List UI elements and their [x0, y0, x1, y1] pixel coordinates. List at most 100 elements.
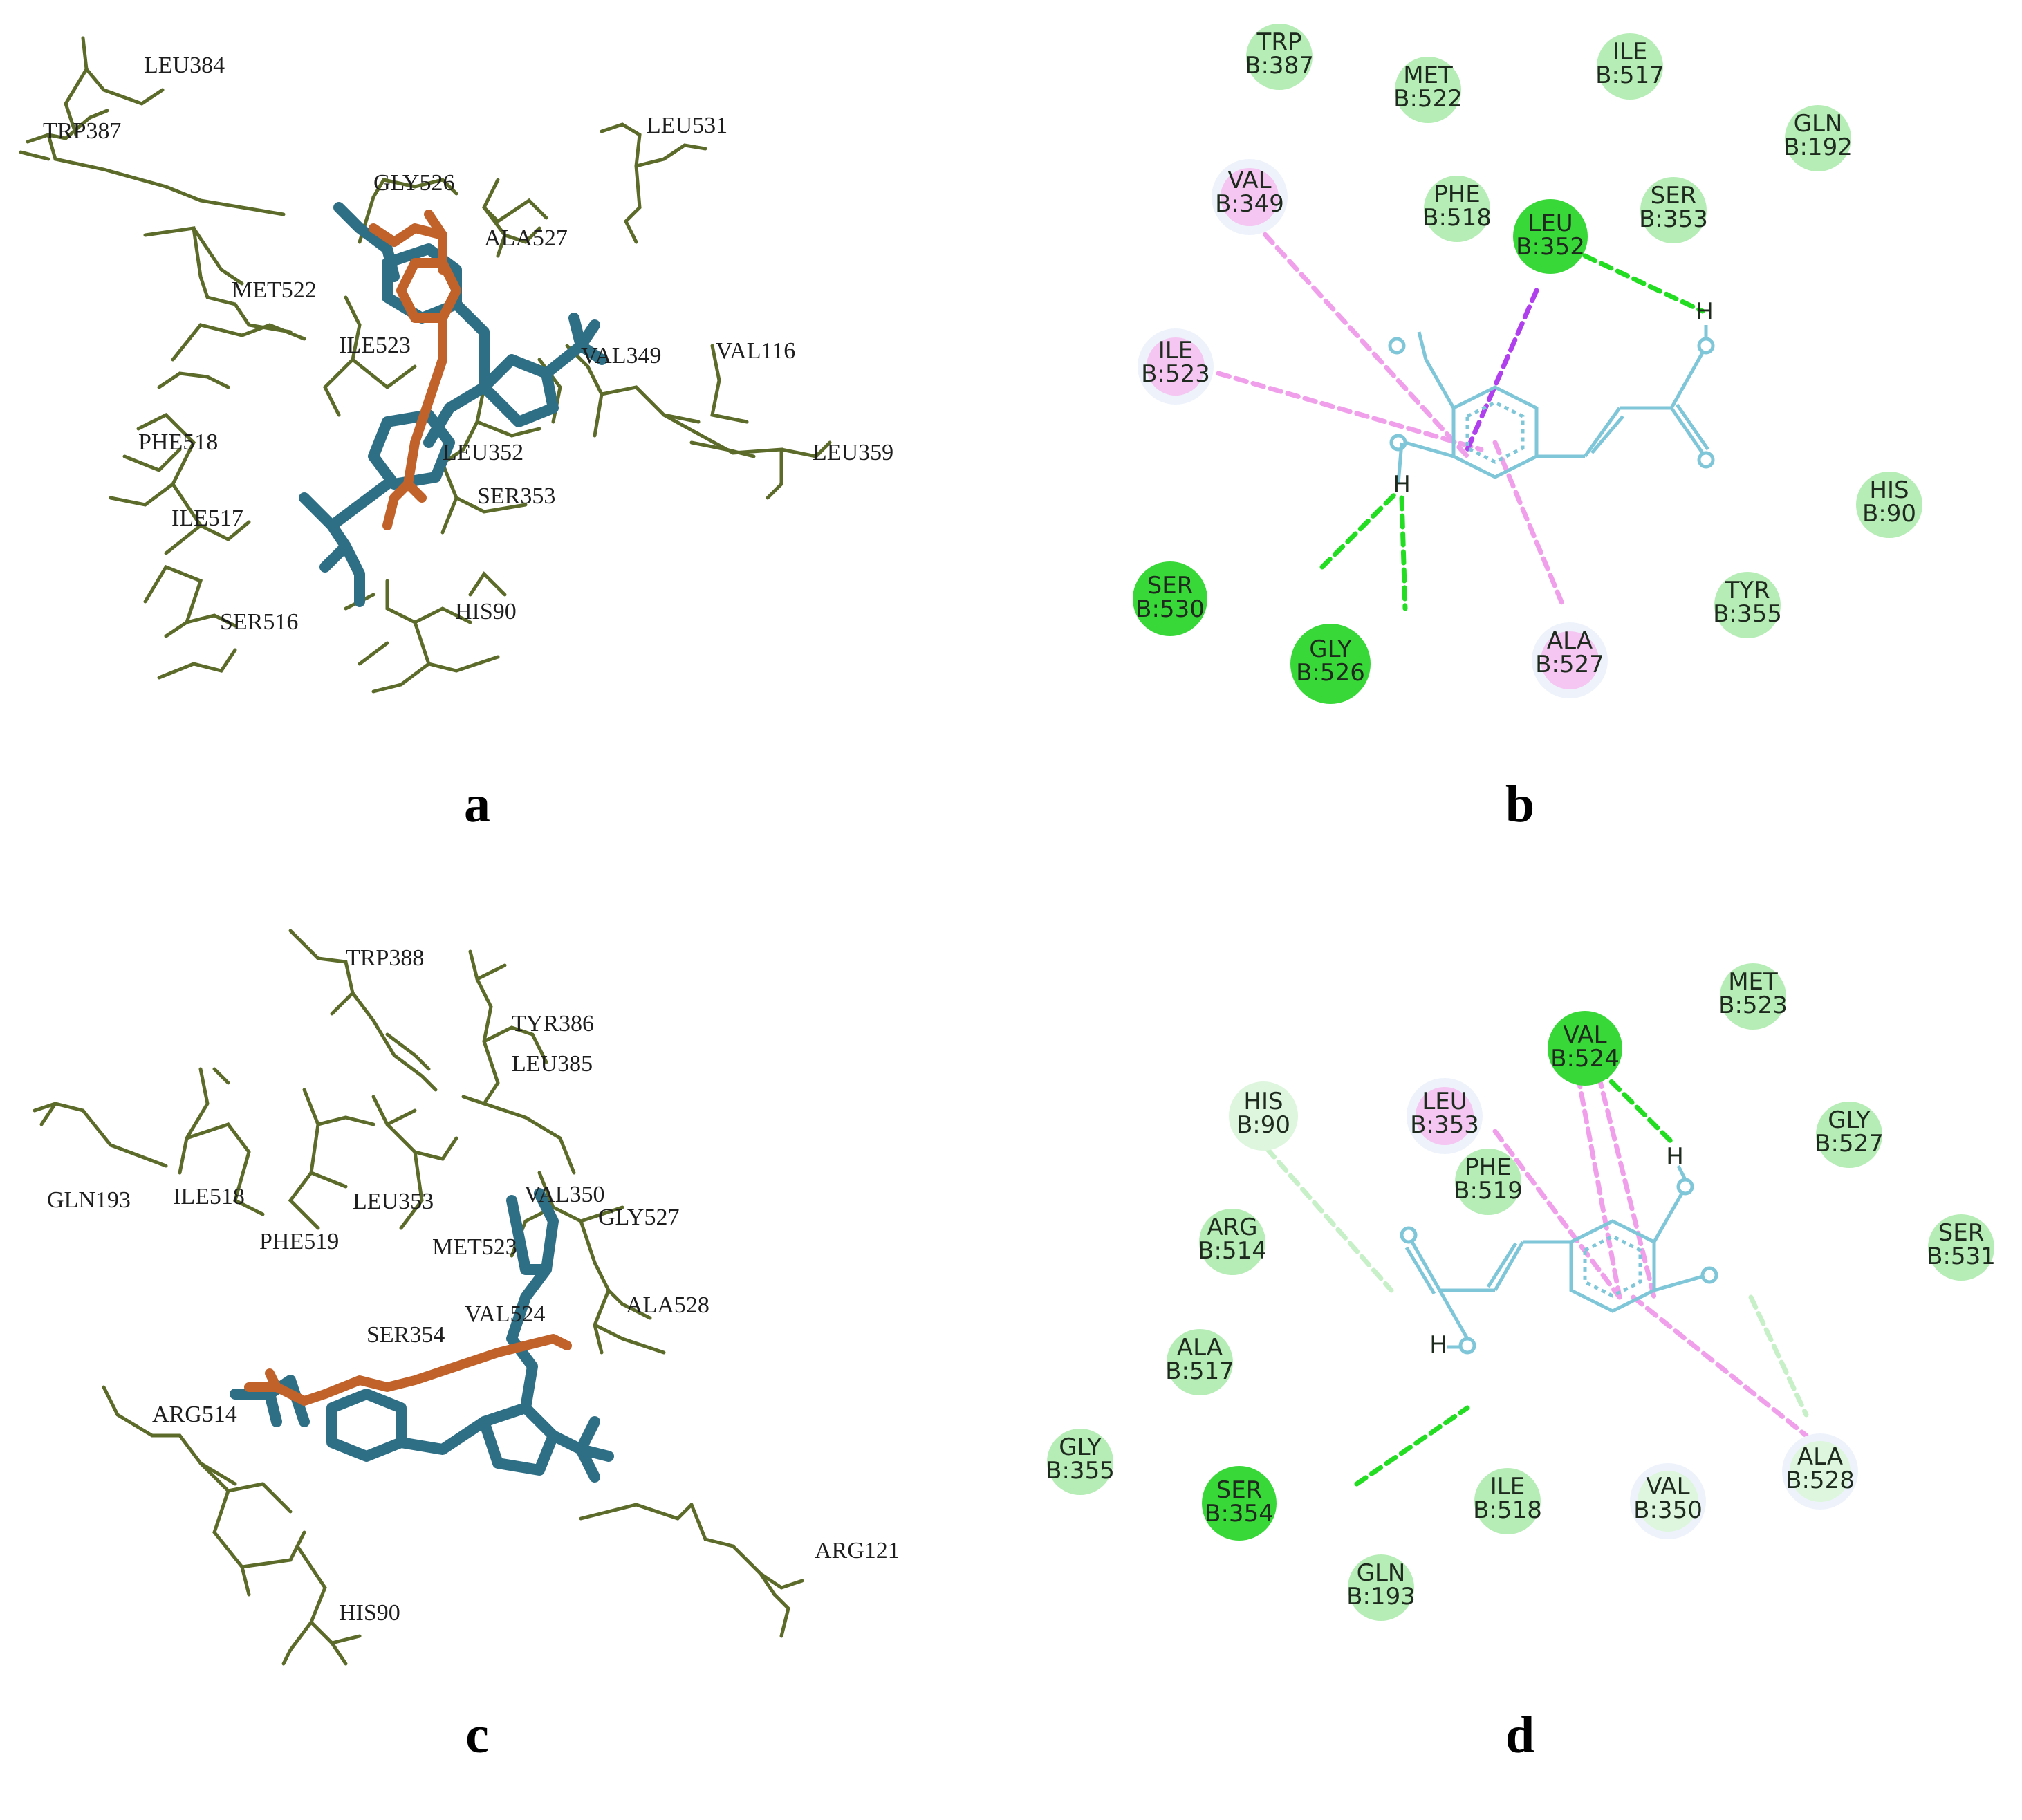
residue-bubble-label: B:355	[1046, 1457, 1115, 1485]
residue-label: ILE523	[339, 333, 411, 358]
residue-bubble-label: B:528	[1786, 1467, 1855, 1494]
residue-bubble-label: GLN	[1357, 1559, 1406, 1587]
alkyl-interaction-line	[1575, 1073, 1622, 1300]
residue-bubble-label: PHE	[1434, 180, 1481, 208]
residue-bubble-circle	[1640, 177, 1707, 243]
residue-label: VAL350	[524, 1182, 605, 1207]
residue-bubble-circle	[1167, 1329, 1233, 1395]
residue-bubble-circle	[1541, 631, 1599, 689]
hbond-interaction-line	[1319, 488, 1401, 570]
residue-label: LEU531	[647, 113, 727, 138]
residue-label: MET523	[432, 1234, 517, 1260]
residue-bubble-circle	[1147, 337, 1205, 396]
residue-bubble-label: B:350	[1633, 1496, 1703, 1524]
residue-bubble-circle	[1455, 1149, 1521, 1215]
panel-c-residue-labels: TRP388 TYR386 LEU385 GLN193 ILE518 LEU35…	[47, 945, 900, 1626]
residue-bubble-label: SER	[1147, 572, 1194, 600]
residue-bubble-label: ALA	[1797, 1443, 1843, 1471]
panel-a-3d-view: LEU384 TRP387 LEU531 GLY526 ALA527 MET52…	[19, 36, 893, 694]
residue-bubble-label: B:519	[1454, 1177, 1523, 1205]
residue-bubble-circle	[1221, 168, 1279, 226]
residue-bubble-label: B:524	[1550, 1045, 1620, 1072]
residue-label: HIS90	[339, 1600, 400, 1626]
residue-bubble-circle	[1202, 1466, 1277, 1541]
residue-bubble-circle	[1199, 1209, 1265, 1275]
residue-bubble-circle	[1790, 1441, 1851, 1502]
residue-bubble-label: B:526	[1296, 659, 1365, 687]
alkyl-interaction-line	[1492, 1129, 1622, 1300]
residue-bubble-label: HIS	[1243, 1088, 1283, 1115]
panel-letter-b: b	[1505, 775, 1535, 833]
residue-bubble-label: B:517	[1165, 1357, 1234, 1385]
residue-label: LEU385	[512, 1051, 593, 1077]
residue-bubble-circle	[1638, 1471, 1698, 1532]
residue-bubble-label: VAL	[1563, 1021, 1606, 1049]
residue-bubble-label: B:514	[1198, 1237, 1267, 1265]
residue-bubble-label: ILE	[1158, 337, 1193, 364]
residue-label: LEU384	[144, 53, 225, 78]
residue-bubble-circle	[1785, 105, 1851, 171]
residue-bubble-label: VAL	[1646, 1473, 1689, 1501]
ligand-2d-structure	[1400, 1164, 1718, 1355]
panel-a-residue-labels: LEU384 TRP387 LEU531 GLY526 ALA527 MET52…	[43, 53, 893, 635]
residue-label: ALA528	[626, 1292, 709, 1318]
residue-label: LEU353	[353, 1189, 434, 1214]
residue-bubble-circle	[1548, 1011, 1622, 1086]
residue-bubble-label: LEU	[1528, 210, 1573, 237]
residue-bubble-label: B:354	[1205, 1500, 1274, 1528]
residue-bubble-circle	[1395, 57, 1461, 123]
residue-bubble-label: B:352	[1516, 233, 1585, 261]
residue-label: TRP387	[43, 118, 121, 144]
residue-label: SER516	[220, 609, 298, 635]
hbond-interaction-line	[1596, 1066, 1678, 1148]
residue-label: VAL349	[581, 343, 662, 369]
residue-bubble-label: B:355	[1713, 600, 1782, 628]
residue-label: SER353	[477, 483, 555, 509]
residue-sticks	[19, 36, 832, 694]
residue-bubble-label: HIS	[1869, 476, 1909, 504]
residue-label: VAL524	[465, 1301, 546, 1327]
residue-bubble-label: B:353	[1639, 205, 1708, 233]
residue-bubble-label: B:523	[1141, 360, 1210, 388]
interaction-lines	[1216, 219, 1705, 611]
residue-label: ALA527	[484, 225, 568, 251]
hbond-interaction-line	[1354, 1405, 1470, 1487]
residue-bubble-label: B:522	[1393, 85, 1463, 113]
residue-bubble-label: VAL	[1227, 167, 1271, 194]
atom-label-h: H	[1666, 1143, 1684, 1171]
residue-bubble-label: B:387	[1245, 52, 1314, 80]
residue-bubble-label: TRP	[1256, 28, 1302, 56]
residue-label: PHE518	[138, 429, 218, 455]
residue-label: SER354	[367, 1322, 445, 1348]
residue-bubble-label: SER	[1216, 1476, 1263, 1504]
residue-label: TRP388	[346, 945, 424, 971]
alkyl-interaction-line	[1250, 219, 1470, 459]
residue-bubble-label: GLN	[1794, 110, 1843, 138]
ligand-blue	[299, 202, 607, 607]
hbond-interaction-line	[1399, 495, 1408, 611]
residue-bubble-label: B:527	[1535, 651, 1604, 678]
residue-bubble-circle	[1416, 1087, 1474, 1145]
residue-bubble-circle	[1720, 963, 1786, 1030]
residue-bubble-circle	[1424, 176, 1490, 242]
alkyl-interaction-line	[1216, 371, 1484, 452]
